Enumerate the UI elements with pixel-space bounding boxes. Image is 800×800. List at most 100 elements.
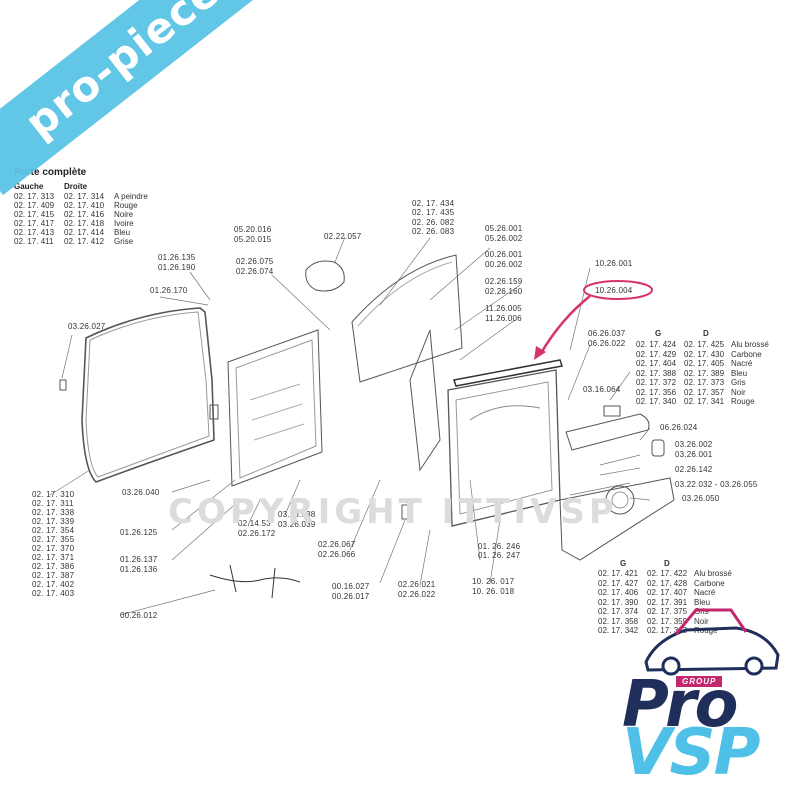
part-label: 02.26.160 (485, 287, 523, 296)
logo-vsp: VSP (622, 716, 761, 790)
lower-trim-panel (559, 477, 675, 561)
outer-panel-pn: 02. 17. 402 (32, 580, 75, 589)
cd-g-4: 02. 17. 413 (14, 228, 55, 237)
col-right-header: Droite (64, 182, 88, 191)
cd-g-0: 02. 17. 313 (14, 192, 55, 201)
outer-panel-pn: 02. 17. 339 (32, 517, 75, 526)
tl-d: 02. 17. 407 (647, 588, 688, 597)
part-label: 02.26.067 (318, 540, 356, 549)
part-label: 10. 26. 018 (472, 587, 515, 596)
cd-c-1: Rouge (114, 201, 138, 210)
trim-upper-head-d: D (703, 329, 709, 338)
armrest (565, 413, 650, 451)
part-label: 06.26.024 (660, 423, 698, 432)
tu-g: 02. 17. 424 (636, 340, 677, 349)
tl-d: 02. 17. 391 (647, 597, 688, 607)
logo-group-tag: GROUP (676, 676, 723, 687)
tu-g: 02. 17. 340 (636, 397, 677, 406)
part-label: 05.20.016 (234, 225, 272, 234)
highlight-ellipse (583, 280, 653, 300)
trim-lower-head-d: D (664, 559, 670, 568)
complete-door-title: Porte complète (14, 167, 87, 178)
tl-d: 02. 17. 359 (647, 616, 688, 626)
tl-g: 02. 17. 358 (598, 616, 639, 626)
tl-c: Nacré (694, 588, 716, 597)
tu-c: Rouge (731, 397, 755, 406)
tu-c: Bleu (731, 368, 748, 378)
tu-g: 02. 17. 429 (636, 349, 677, 359)
tu-g: 02. 17. 356 (636, 387, 677, 397)
tu-c: Gris (731, 378, 746, 387)
part-label: 05.26.002 (485, 234, 523, 243)
tl-c: Carbone (694, 578, 725, 588)
part-label: 03.26.001 (675, 450, 713, 459)
tl-g: 02. 17. 421 (598, 569, 639, 578)
tu-d: 02. 17. 373 (684, 378, 725, 387)
outer-panel-pn: 02. 17. 370 (32, 544, 75, 553)
part-label: 03.26.039 (278, 520, 316, 529)
tu-d: 02. 17. 389 (684, 368, 725, 378)
part-label: 01.26.137 (120, 555, 158, 564)
part-label: 10.26.001 (595, 259, 633, 268)
part-label: 02.14.53 (238, 519, 271, 528)
tl-c: Alu brossé (694, 569, 732, 578)
part-label: 00.26.017 (332, 592, 370, 601)
tu-c: Nacré (731, 359, 753, 368)
tu-d: 02. 17. 341 (684, 397, 725, 406)
part-label: 00.16.027 (332, 582, 370, 591)
tu-g: 02. 17. 388 (636, 368, 677, 378)
cd-c-3: Ivoire (114, 219, 134, 228)
part-label: 00.26.012 (120, 611, 158, 620)
tl-d: 02. 17. 422 (647, 569, 688, 578)
cd-g-5: 02. 17. 411 (14, 237, 54, 246)
tu-d: 02. 17. 357 (684, 387, 725, 397)
part-label: 01.26.136 (120, 565, 158, 574)
part-label: 02. 17. 435 (412, 208, 455, 217)
part-label: 03.26.038 (278, 510, 316, 519)
tl-g: 02. 17. 427 (598, 578, 639, 588)
part-label: 01.26.125 (120, 528, 158, 537)
outer-panel-pn: 02. 17. 403 (32, 589, 75, 598)
copyright-watermark: COPYRIGHT ITTIVSP (168, 492, 618, 532)
tu-d: 02. 17. 405 (684, 359, 725, 368)
part-label: 03.26.027 (68, 322, 106, 331)
cd-d-3: 02. 17. 418 (64, 219, 105, 228)
part-label: 01. 26. 246 (478, 542, 521, 551)
cd-c-4: Bleu (114, 228, 131, 237)
part-label: 02.26.159 (485, 277, 523, 286)
wiring-harness (209, 564, 301, 599)
door-handle (651, 439, 665, 457)
part-label: 02. 17. 434 (412, 199, 455, 208)
part-label: 05.20.015 (234, 235, 272, 244)
cd-c-2: Noire (114, 210, 134, 219)
part-label: 05.26.001 (485, 224, 523, 233)
inner-door-frame (227, 329, 323, 487)
col-left-header: Gauche (14, 182, 44, 191)
outer-panel-pn: 02. 17. 386 (32, 562, 75, 571)
cd-d-1: 02. 17. 410 (64, 201, 105, 210)
window-regulator (409, 329, 441, 472)
part-label: 00.26.002 (485, 260, 523, 269)
outer-panel-pn: 02. 17. 338 (32, 508, 75, 517)
tl-g: 02. 17. 406 (598, 588, 639, 597)
tu-d: 02. 17. 430 (684, 349, 725, 359)
part-label: 11.26.006 (485, 314, 522, 323)
tl-d: 02. 17. 375 (647, 607, 688, 616)
tl-g: 02. 17. 390 (598, 597, 639, 607)
part-label: 03.16.064 (583, 385, 621, 394)
outer-panel-pn: 02. 17. 310 (32, 490, 75, 499)
outer-door-panel (81, 307, 215, 483)
tu-g: 02. 17. 372 (636, 378, 677, 387)
part-label-highlighted: 10.26.004 (595, 286, 633, 295)
tu-d: 02. 17. 425 (684, 340, 725, 349)
tu-c: Alu brossé (731, 340, 769, 349)
side-mirror (305, 260, 345, 292)
tl-g: 02. 17. 342 (598, 626, 639, 635)
cd-g-3: 02. 17. 417 (14, 219, 55, 228)
window-glass (351, 254, 463, 383)
tu-c: Noir (731, 387, 746, 397)
part-label: 01.26.135 (158, 253, 196, 262)
cd-c-5: Grise (114, 237, 134, 246)
outer-panel-pn: 02. 17. 311 (32, 499, 74, 508)
